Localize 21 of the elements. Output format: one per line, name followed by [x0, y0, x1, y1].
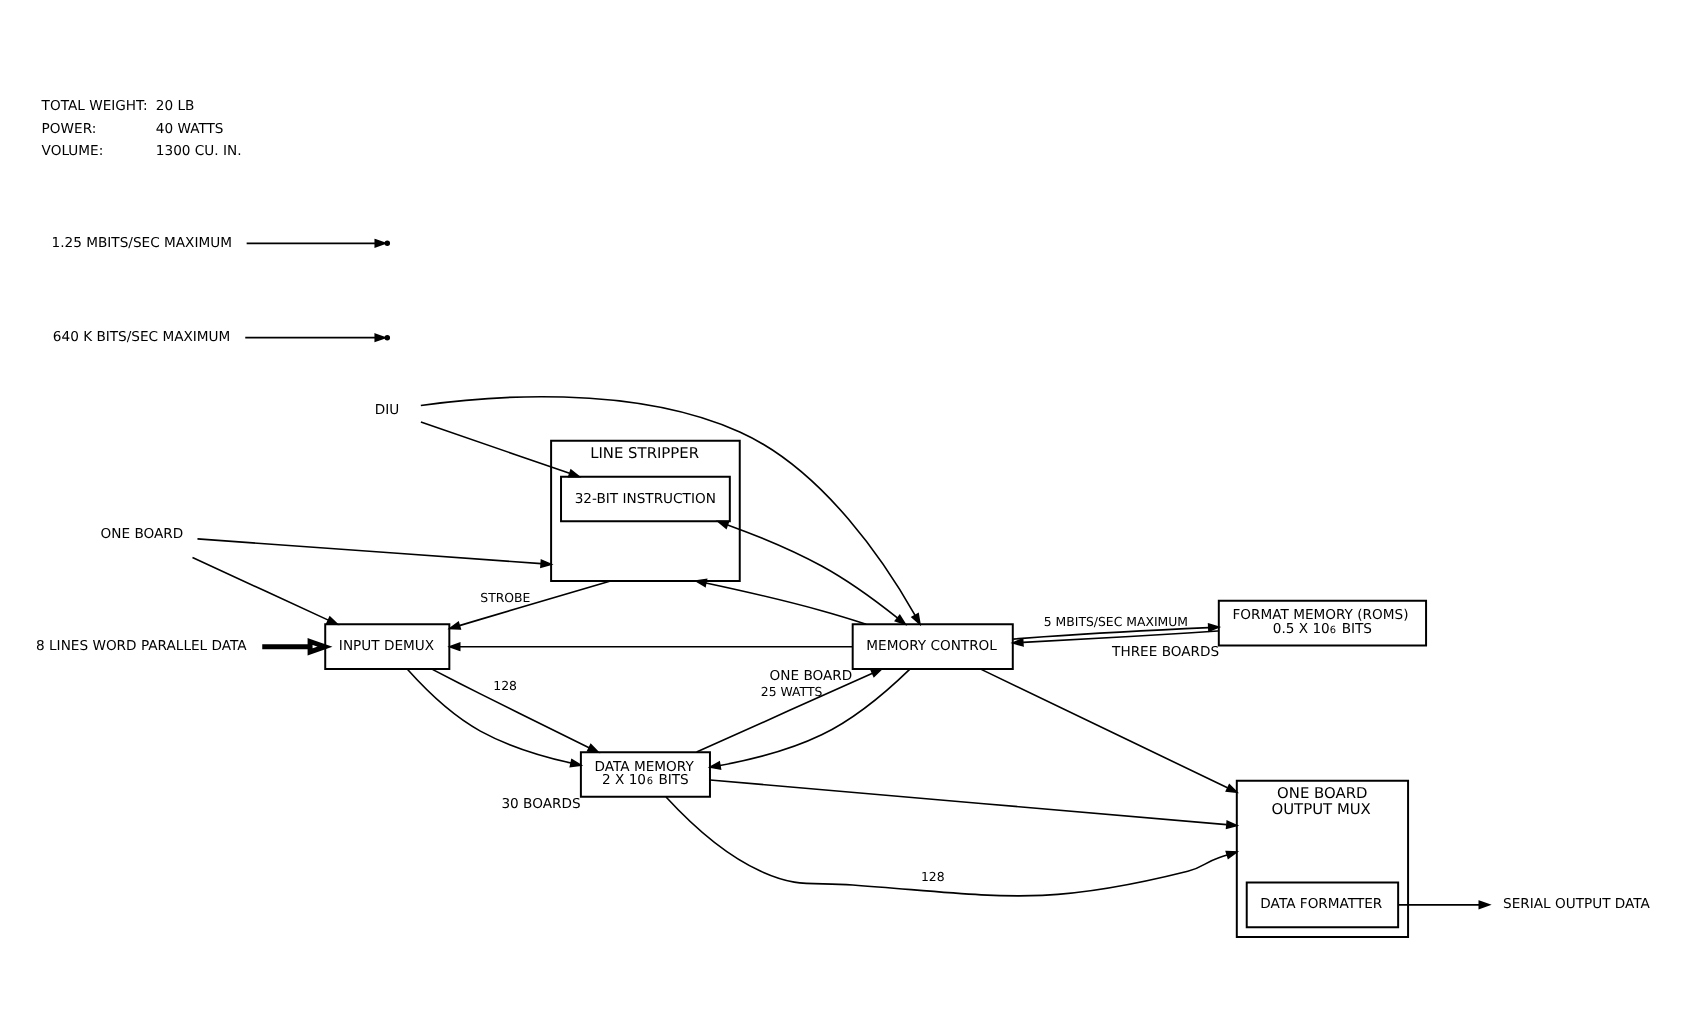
arrow — [1010, 629, 1220, 646]
arrow — [420, 394, 922, 626]
arrow — [693, 577, 867, 624]
arrow — [695, 667, 884, 752]
arrow — [420, 420, 582, 477]
arrow — [196, 537, 554, 568]
arrow — [715, 519, 908, 625]
arrow — [707, 667, 911, 769]
arrow — [262, 637, 333, 655]
arrow — [709, 778, 1240, 829]
arrow — [431, 667, 601, 753]
arrow — [447, 579, 612, 629]
arrow — [245, 237, 388, 247]
arrow — [447, 641, 854, 651]
arrow — [191, 555, 340, 625]
arrow — [979, 667, 1239, 793]
arrow — [665, 795, 1240, 896]
arrow — [406, 667, 584, 767]
arrow — [1012, 622, 1222, 639]
arrow — [244, 332, 388, 342]
arrow — [1397, 899, 1492, 909]
